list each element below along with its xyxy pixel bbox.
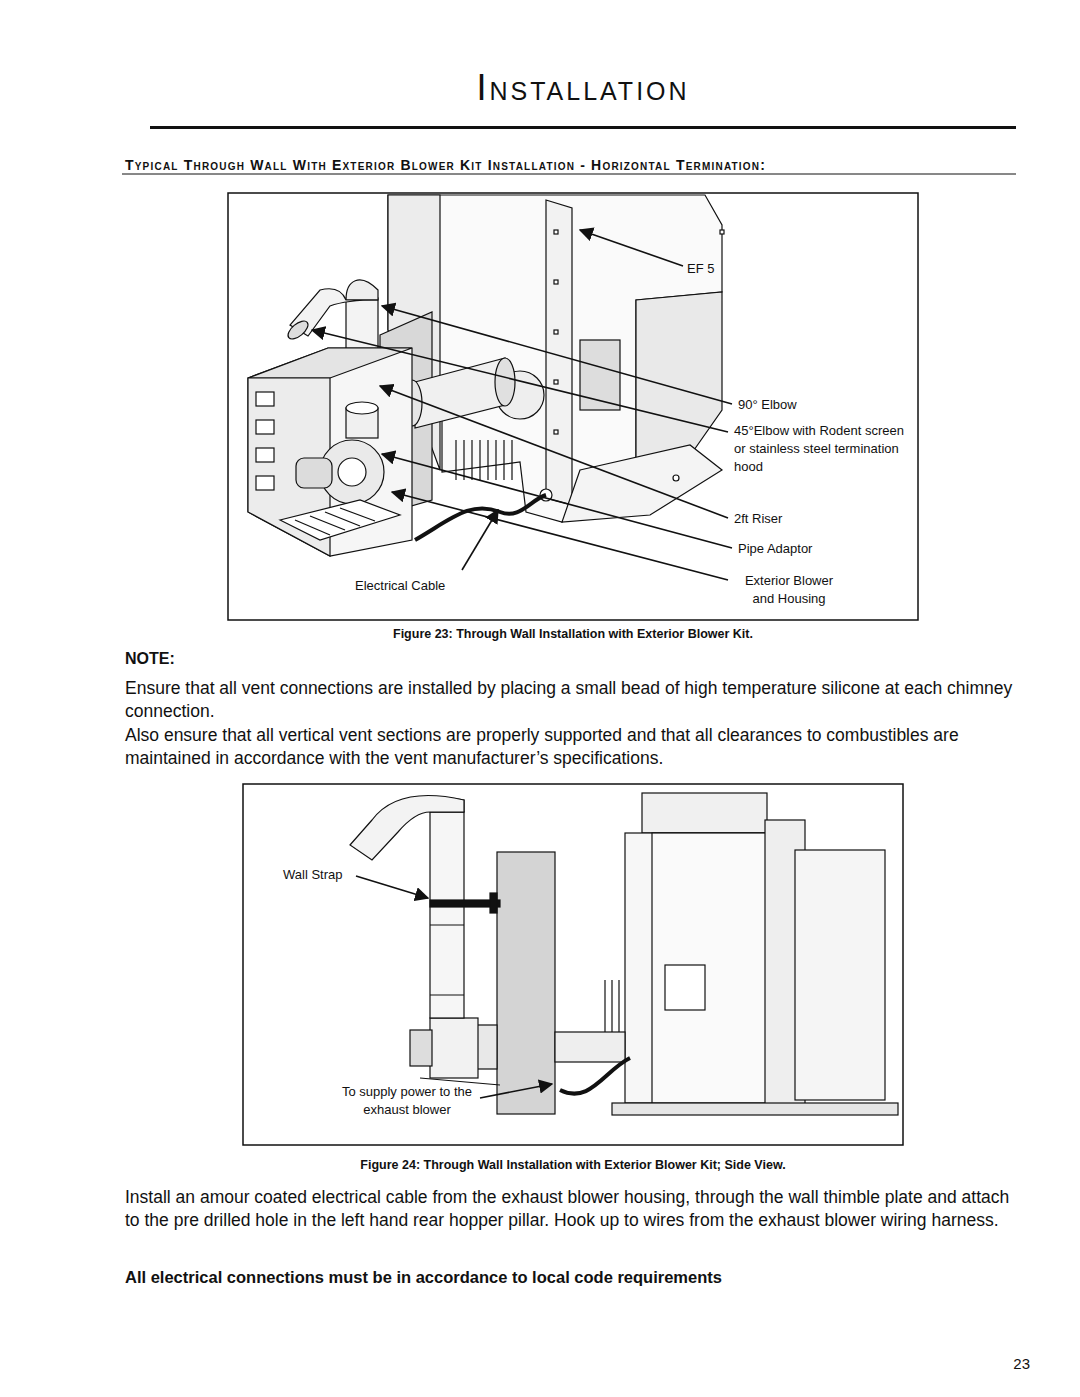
section-heading: Typical Through Wall With Exterior Blowe… <box>125 156 1017 174</box>
part-label: 90° Elbow <box>738 396 858 413</box>
part-label: 2ft Riser <box>734 510 854 527</box>
figure-caption: Figure 23: Through Wall Installation wit… <box>228 626 918 642</box>
subheading-rule <box>122 174 1016 175</box>
body-text: Ensure that all vent connections are ins… <box>125 677 1023 723</box>
part-label: 45°Elbow with Rodent screen or stainless… <box>734 422 906 476</box>
bold-notice: All electrical connections must be in ac… <box>125 1267 1025 1288</box>
part-label: EF 5 <box>687 260 747 277</box>
part-label: Electrical Cable <box>355 577 465 594</box>
figure-frame <box>243 784 903 1145</box>
body-text: Also ensure that all vertical vent secti… <box>125 724 1023 770</box>
part-label: Exterior Blower and Housing <box>733 572 845 608</box>
part-label: Pipe Adaptor <box>738 540 858 557</box>
part-label: To supply power to the exhaust blower <box>338 1083 476 1119</box>
leader-lines <box>312 230 732 580</box>
figure-caption: Figure 24: Through Wall Installation wit… <box>243 1157 903 1173</box>
stove-side-view <box>350 793 898 1115</box>
leader-lines <box>356 876 552 1098</box>
page-number: 23 <box>990 1354 1030 1374</box>
body-text: Install an amour coated electrical cable… <box>125 1186 1023 1232</box>
page-title: Installation <box>150 66 1016 110</box>
figure-frame <box>228 193 918 620</box>
header-rule <box>150 126 1016 129</box>
part-label: Wall Strap <box>283 866 363 883</box>
note-heading: NOTE: <box>125 648 325 669</box>
stove-isometric <box>248 195 724 556</box>
